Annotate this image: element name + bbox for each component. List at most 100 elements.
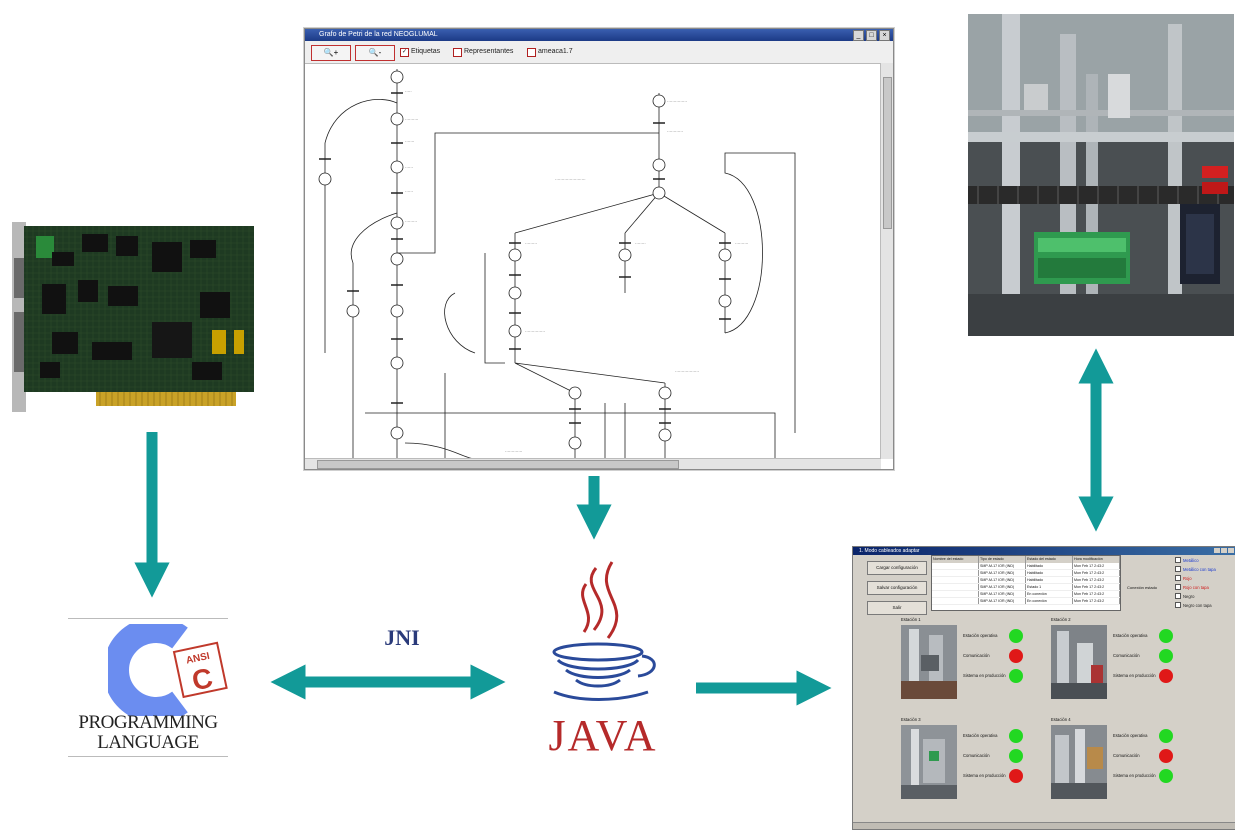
minimize-button[interactable] — [1214, 548, 1220, 553]
java-logo: JAVA — [520, 560, 680, 770]
status-led — [1009, 629, 1023, 643]
checkbox-label: Representantes — [464, 48, 514, 55]
exit-button[interactable]: Salir — [867, 601, 927, 615]
table-cell: SMP-M-17 IOR (IND) — [979, 591, 1026, 597]
manufacturing-cell-photo — [968, 14, 1234, 336]
svg-text:········: ········ — [635, 241, 646, 246]
c-logo-line2: LANGUAGE — [97, 732, 199, 753]
maximize-button[interactable]: □ — [866, 30, 877, 41]
station-label: Estación operativa — [1113, 633, 1148, 638]
close-button[interactable] — [1228, 548, 1234, 553]
station-photo — [901, 625, 957, 699]
ansi-badge-text: ANSI — [185, 651, 211, 667]
legend-item[interactable]: Metálico con tapa — [1175, 566, 1216, 572]
table-cell — [932, 570, 979, 576]
legend-checkbox — [1175, 557, 1181, 563]
svg-text:·······: ······· — [405, 139, 414, 144]
station-label: Estación operativa — [963, 633, 998, 638]
table-cell: Estado 1 — [1026, 584, 1073, 590]
svg-text:············: ············ — [667, 129, 683, 134]
svg-text:··················: ·················· — [675, 369, 699, 374]
save-config-button[interactable]: Salvar configuración — [867, 581, 927, 595]
svg-text:···············: ··············· — [667, 99, 687, 104]
petri-net-editor-window: Grafo de Petri de la red NEOGLUMAL _ □ ×… — [304, 28, 894, 470]
divider — [68, 618, 228, 619]
petri-window-titlebar: Grafo de Petri de la red NEOGLUMAL _ □ × — [305, 29, 893, 41]
maximize-button[interactable] — [1221, 548, 1227, 553]
legend-item[interactable]: Rojo con tapa — [1175, 584, 1209, 590]
svg-text:·········: ········· — [525, 241, 537, 246]
zoom-in-button[interactable]: 🔍+ — [311, 45, 351, 61]
legend-checkbox — [1175, 593, 1181, 599]
status-led — [1159, 629, 1173, 643]
legend-item[interactable]: Rojo — [1175, 575, 1192, 581]
legend-checkbox — [1175, 602, 1181, 608]
petri-window-title: Grafo de Petri de la red NEOGLUMAL — [319, 31, 438, 38]
checkbox-ameaca[interactable]: ameaca1.7 — [527, 47, 573, 57]
horizontal-scrollbar[interactable] — [305, 458, 881, 469]
zoom-out-button[interactable]: 🔍- — [355, 45, 395, 61]
column-header: Tipo de estado — [979, 556, 1026, 563]
status-led — [1009, 649, 1023, 663]
status-led — [1159, 729, 1173, 743]
legend-item[interactable]: Negro — [1175, 593, 1194, 599]
petri-net-canvas[interactable]: ··············· ············· ··········… — [305, 63, 881, 459]
minimize-button[interactable]: _ — [853, 30, 864, 41]
station-photo — [1051, 625, 1107, 699]
status-bar — [853, 822, 1235, 829]
legend-checkbox — [1175, 575, 1181, 581]
scroll-thumb[interactable] — [317, 460, 679, 469]
station-panel-2: Estación 2 Estación operativa Comunicaci… — [1051, 617, 1231, 715]
legend-label: Metálico — [1183, 557, 1199, 563]
legend-label: Rojo con tapa — [1183, 584, 1209, 590]
status-led — [1009, 669, 1023, 683]
svg-text:···············: ··············· — [525, 329, 545, 334]
table-cell: Habilitado — [1026, 570, 1073, 576]
column-header: Nombre del estado — [932, 556, 979, 563]
supervisor-titlebar: 1. Modo cableados adaptar — [853, 547, 1235, 555]
station-label: Sistema en producción — [1113, 773, 1156, 778]
load-config-button[interactable]: Cargar configuración — [867, 561, 927, 575]
station-title: Estación 4 — [1051, 717, 1071, 722]
station-panel-3: Estación 3 Estación operativa Comunicaci… — [901, 717, 1081, 815]
station-label: Comunicación — [1113, 753, 1140, 758]
station-label: Comunicación — [963, 653, 990, 658]
svg-text:··········: ·········· — [735, 241, 748, 246]
checkbox-label: Etiquetas — [411, 48, 441, 55]
c-logo-line1: PROGRAMMING — [78, 712, 218, 733]
legend-item[interactable]: Negro con tapa — [1175, 602, 1212, 608]
column-header: Estado del estado — [1026, 556, 1073, 563]
scroll-thumb[interactable] — [883, 77, 892, 229]
table-cell: En conexión — [1026, 598, 1073, 604]
supervisor-gui-window: 1. Modo cableados adaptar Cargar configu… — [852, 546, 1235, 830]
legend-checkbox — [1175, 584, 1181, 590]
table-cell: Mon Feb 17 2:43:2 — [1073, 570, 1120, 576]
table-cell: En conexión — [1026, 591, 1073, 597]
status-led — [1159, 649, 1173, 663]
legend-item[interactable]: Metálico — [1175, 557, 1199, 563]
legend-label: Rojo — [1183, 575, 1192, 581]
checkbox-etiquetas[interactable]: ✓ Etiquetas — [400, 47, 440, 57]
station-label: Sistema en producción — [1113, 673, 1156, 678]
legend-label: Negro — [1183, 593, 1195, 599]
station-label: Sistema en producción — [963, 673, 1006, 678]
status-led — [1009, 769, 1023, 783]
station-label: Comunicación — [1113, 653, 1140, 658]
close-button[interactable]: × — [879, 30, 890, 41]
svg-text:·······················: ······················· — [555, 177, 586, 182]
vertical-scrollbar[interactable] — [880, 63, 893, 459]
java-wordmark: JAVA — [548, 711, 658, 760]
checkbox-representantes[interactable]: Representantes — [453, 47, 513, 57]
column-header: Hora modificación — [1073, 556, 1120, 563]
table-cell: SMP-M-17 IOR (IND) — [979, 584, 1026, 590]
petri-toolbar: 🔍+ 🔍- ✓ Etiquetas Representantes ameaca1… — [305, 41, 893, 64]
station-photo — [1051, 725, 1107, 799]
checkbox-label: ameaca1.7 — [538, 48, 573, 55]
